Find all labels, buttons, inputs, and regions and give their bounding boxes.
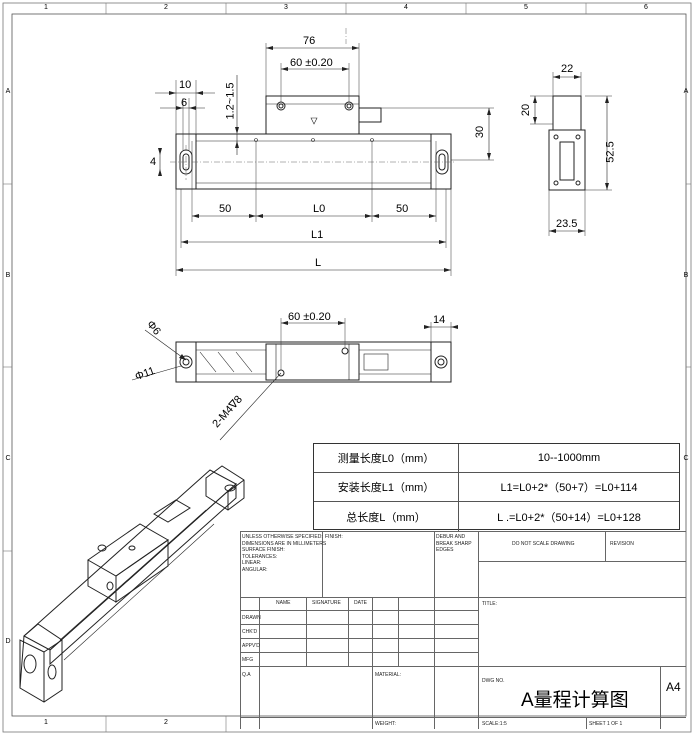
dim-4: 4 <box>150 156 157 168</box>
zone-left-b: B <box>5 272 11 279</box>
zone-right-b: B <box>683 272 689 279</box>
qa-label: Q.A <box>242 672 251 678</box>
dim-50-right: 50 <box>396 203 409 215</box>
zone-left-d: D <box>5 638 11 645</box>
zone-left-a: A <box>5 88 11 95</box>
mfg-label: MFG <box>242 657 254 663</box>
spec-row: 总长度L（mm） L .=L0+2*（50+14）=L0+128 <box>314 502 679 531</box>
isometric-view <box>19 465 245 703</box>
zone-right-a: A <box>683 88 689 95</box>
signature-header: SIGNATURE <box>312 600 341 606</box>
dim-1215: 1.2~1.5 <box>224 82 237 120</box>
front-view <box>155 28 494 276</box>
zone-top-1: 1 <box>44 4 48 11</box>
sheet-count: SHEET 1 OF 1 <box>589 721 623 727</box>
sheet-size: A4 <box>666 680 681 694</box>
spec-label: 安装长度L1（mm） <box>314 473 459 501</box>
dim-22: 22 <box>561 63 574 75</box>
title-block: UNLESS OTHERWISE SPECIFIED: DIMENSIONS A… <box>240 531 686 729</box>
spec-value: 10--1000mm <box>537 452 601 464</box>
dim-52-5: 52.5 <box>604 141 617 163</box>
finish-label: FINISH: <box>325 534 343 540</box>
dim-60-top: 60 ±0.20 <box>290 57 333 69</box>
side-view <box>530 72 612 236</box>
title-label: TITLE: <box>482 601 498 607</box>
spec-row: 安装长度L1（mm） L1=L0+2*（50+7）=L0+114 <box>314 473 679 502</box>
dim-76: 76 <box>303 35 316 47</box>
dim-50-left: 50 <box>219 203 232 215</box>
dwg-no-label: DWG NO. <box>482 678 505 684</box>
zone-left-c: C <box>5 455 11 462</box>
chkd-label: CHK'D <box>242 629 258 635</box>
spec-label: 测量长度L0（mm） <box>314 444 459 472</box>
no-scale-label: DO NOT SCALE DRAWING <box>512 541 575 547</box>
zone-top-4: 4 <box>404 4 408 11</box>
weight-label: WEIGHT: <box>375 721 396 727</box>
zone-right-c: C <box>683 455 689 462</box>
appvd-label: APPV'D <box>242 643 260 649</box>
top-view <box>131 318 458 441</box>
dim-20: 20 <box>520 103 533 117</box>
dim-l: L <box>315 257 322 269</box>
date-header: DATE <box>354 600 367 606</box>
dim-l0: L0 <box>313 203 326 215</box>
spec-value: L1=L0+2*（50+7）=L0+114 <box>500 482 638 494</box>
dim-23-5: 23.5 <box>556 218 578 230</box>
zone-top-5: 5 <box>524 4 528 11</box>
spec-row: 测量长度L0（mm） 10--1000mm <box>314 444 679 473</box>
deburr-label: DEBUR AND BREAK SHARP EDGES <box>436 534 472 553</box>
zone-bottom-2: 2 <box>164 719 168 726</box>
drawn-label: DRAWN <box>242 615 261 621</box>
zone-top-6: 6 <box>644 4 648 11</box>
zone-top-3: 3 <box>284 4 288 11</box>
dim-l1: L1 <box>311 229 324 241</box>
dim-60-bottom: 60 ±0.20 <box>288 311 331 323</box>
scale-label: SCALE:1:5 <box>482 721 507 727</box>
spec-table: 测量长度L0（mm） 10--1000mm 安装长度L1（mm） L1=L0+2… <box>313 443 680 531</box>
dim-6: 6 <box>181 97 188 109</box>
material-label: MATERIAL: <box>375 672 402 678</box>
spec-value: L .=L0+2*（50+14）=L0+128 <box>497 511 641 524</box>
zone-top-2: 2 <box>164 4 168 11</box>
dim-30: 30 <box>474 125 487 139</box>
dim-10: 10 <box>179 79 192 91</box>
drawing-title: A量程计算图 <box>521 690 629 711</box>
revision-label: REVISION <box>610 541 634 547</box>
spec-label: 总长度L（mm） <box>314 502 459 531</box>
zone-bottom-1: 1 <box>44 719 48 726</box>
unless-note: UNLESS OTHERWISE SPECIFIED: DIMENSIONS A… <box>242 534 327 573</box>
name-header: NAME <box>276 600 291 606</box>
dim-14: 14 <box>433 314 446 326</box>
